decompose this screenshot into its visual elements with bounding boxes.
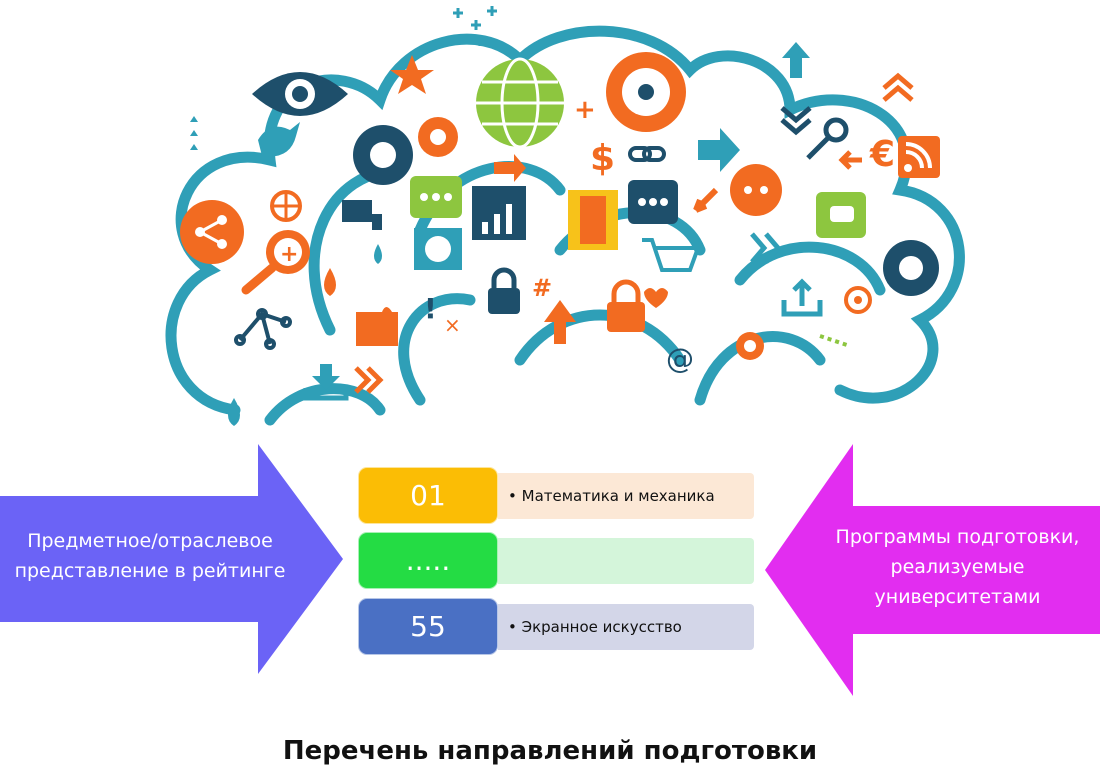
chevron-up-icon (882, 72, 914, 102)
gear-icon (353, 125, 413, 185)
heart-icon (644, 288, 668, 308)
left-arrow-line-1: Предметное/отраслевое (27, 530, 273, 552)
link-icon (628, 146, 666, 162)
hand-icon (816, 192, 866, 238)
rss-icon (898, 136, 940, 178)
at-icon: @ (666, 342, 694, 375)
chat-orange-icon (730, 164, 782, 216)
arrow-right-icon (494, 154, 526, 182)
left-arrow-shape (0, 444, 343, 674)
download-icon (303, 364, 349, 401)
diagram-caption: Перечень направлений подготовки (282, 736, 818, 766)
double-chevron-icon (750, 232, 782, 264)
star-icon (390, 55, 434, 94)
network-icon (234, 308, 292, 350)
row-label-bar (498, 538, 754, 584)
forward-icon (354, 366, 384, 394)
target-icon (844, 286, 872, 314)
euro-icon: € (869, 134, 895, 175)
puzzle-icon (356, 307, 398, 346)
sparkle-icon (453, 6, 497, 46)
left-arrow: Предметное/отраслевое представление в ре… (0, 444, 343, 674)
right-arrow-shape (765, 444, 1100, 696)
list-row-3: 55 Экранное искусство (358, 598, 754, 655)
exclamation-icon: ! (424, 292, 437, 325)
upload-tray-icon (781, 278, 823, 317)
right-arrow-line-3: университетами (874, 586, 1041, 608)
list-row-1: 01 Математика и механика (358, 467, 754, 524)
settings-gear-icon (606, 52, 686, 132)
share-icon (180, 200, 244, 264)
arrow-diagonal-icon (693, 187, 719, 213)
lock-icon (488, 267, 520, 314)
right-arrow-label: Программы подготовки, реализуемые универ… (815, 522, 1100, 612)
list-row-2: ..... (358, 532, 754, 589)
gear-right-icon (883, 240, 939, 296)
arrow-right-teal-icon (698, 128, 740, 172)
icon-cloud-illustration: € $ + + ! × # @ (165, 6, 965, 426)
row-label-bar: Математика и механика (498, 473, 754, 519)
flower-icon (736, 332, 764, 360)
bird-icon (258, 122, 300, 157)
water-drop-icon (374, 244, 382, 264)
triangle-stack-icon (190, 116, 198, 150)
drop-teal-icon (228, 398, 240, 426)
upload-arrow-icon (782, 42, 810, 78)
hash-icon: # (532, 274, 552, 302)
chevron-down-icon (780, 106, 812, 136)
left-arrow-label: Предметное/отраслевое представление в ре… (0, 526, 300, 586)
right-arrow-line-2: реализуемые (890, 556, 1025, 578)
bar-chart-icon (472, 186, 526, 240)
drop-orange-icon (324, 268, 336, 296)
row-label: Экранное искусство (508, 618, 682, 636)
dollar-icon: $ (590, 138, 615, 179)
water-tap-icon (342, 200, 382, 230)
row-label-bar: Экранное искусство (498, 604, 754, 650)
eye-icon (252, 72, 348, 116)
arrow-left-icon (838, 150, 862, 170)
chat-bubble-icon (410, 176, 462, 218)
chat-dark-icon (628, 180, 678, 224)
pie-chart-icon (414, 228, 462, 270)
cross-icon: × (444, 313, 461, 337)
right-arrow-line-1: Программы подготовки, (835, 526, 1080, 548)
left-arrow-line-2: представление в рейтинге (14, 560, 286, 582)
key-icon (806, 117, 849, 160)
gear-small-icon (418, 117, 458, 157)
arrow-small-icon (819, 334, 851, 348)
right-arrow: Программы подготовки, реализуемые универ… (765, 444, 1100, 696)
globe-icon (476, 57, 564, 149)
plus-icon: + (574, 95, 596, 125)
wheel-icon (270, 190, 302, 222)
row-number: ..... (358, 532, 498, 589)
shopping-cart-icon (642, 238, 701, 272)
row-label: Математика и механика (508, 487, 715, 505)
lock-orange-icon (607, 279, 645, 332)
svg-text:+: + (280, 242, 298, 267)
magnifier-icon: + (241, 230, 310, 295)
film-icon (568, 190, 618, 250)
row-number: 55 (358, 598, 498, 655)
row-number: 01 (358, 467, 498, 524)
arrow-up-orange-icon (544, 300, 576, 344)
